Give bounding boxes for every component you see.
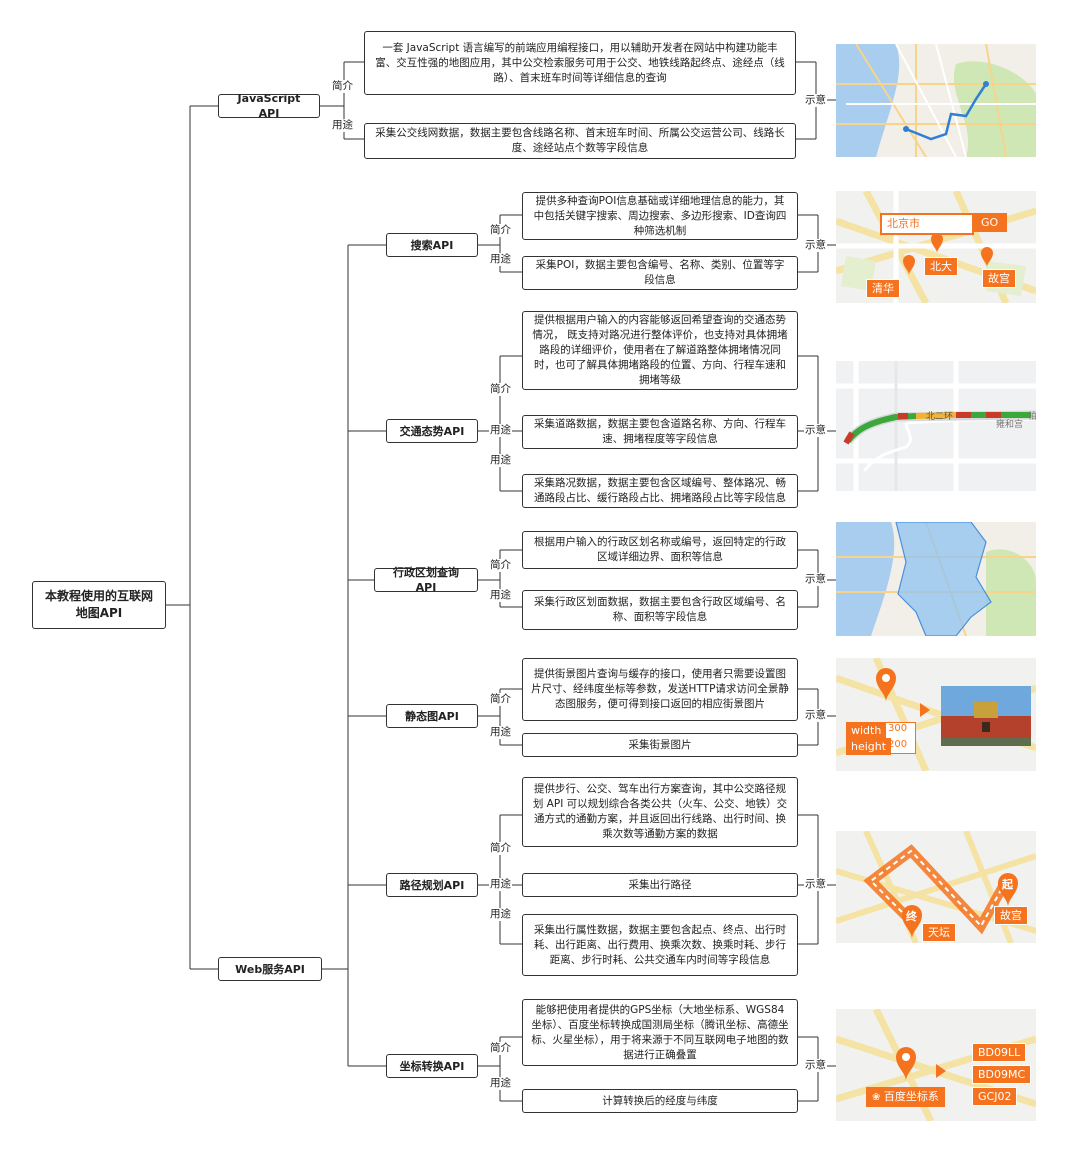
baidu-coordinate-label: ❀ 百度坐标系 xyxy=(866,1087,945,1107)
route-planning-api-node: 路径规划API xyxy=(386,873,478,897)
javascript-api-node: JavaScript API xyxy=(218,92,320,120)
label-illustration: 示意 xyxy=(804,878,827,891)
route-planning-api-usage-attributes: 采集出行属性数据，数据主要包含起点、终点、出行时耗、出行距离、出行费用、换乘次数… xyxy=(522,914,798,976)
traffic-api-node: 交通态势API xyxy=(386,419,478,443)
width-label: width xyxy=(846,722,887,739)
coordinate-conversion-api-usage: 计算转换后的经度与纬度 xyxy=(522,1089,798,1113)
label-usage: 用途 xyxy=(489,1077,512,1090)
label-intro: 简介 xyxy=(489,559,512,572)
route-planning-api-usage-path: 采集出行路径 xyxy=(522,873,798,897)
coordinate-conversion-api-intro: 能够把使用者提供的GPS坐标（大地坐标系、WGS84坐标）、百度坐标转换成国测局… xyxy=(522,999,798,1066)
search-box-text: 北京市 xyxy=(887,217,920,230)
start-marker-text: 起 xyxy=(1002,878,1013,891)
poi-search-illustration: 北京市 GO 北大 清华 故宫 xyxy=(836,191,1036,303)
search-api-usage: 采集POI，数据主要包含编号、名称、类别、位置等字段信息 xyxy=(522,256,798,290)
search-api-intro: 提供多种查询POI信息基础或详细地理信息的能力，其中包括关键字搜索、周边搜索、多… xyxy=(522,192,798,240)
bus-route-map-illustration xyxy=(836,44,1036,157)
street-view-illustration: width 300 height 200 xyxy=(836,658,1036,771)
coordinate-conversion-api-node: 坐标转换API xyxy=(386,1054,478,1078)
label-illustration: 示意 xyxy=(804,709,827,722)
height-label: height xyxy=(846,738,892,755)
route-planning-api-intro: 提供步行、公交、驾车出行方案查询，其中公交路径规划 API 可以规划综合各类公共… xyxy=(522,777,798,847)
root-node: 本教程使用的互联网地图API xyxy=(32,581,166,629)
end-marker-text: 终 xyxy=(906,910,917,923)
map-text-road: 北二环 xyxy=(926,412,954,422)
label-illustration: 示意 xyxy=(804,1059,827,1072)
label-intro: 简介 xyxy=(489,693,512,706)
output-gcj02: GCJ02 xyxy=(972,1087,1018,1106)
static-map-api-node: 静态图API xyxy=(386,704,478,728)
search-api-node: 搜索API xyxy=(386,233,478,257)
label-usage: 用途 xyxy=(331,119,354,132)
label-intro: 简介 xyxy=(489,1042,512,1055)
route-planning-illustration: 起 终 故宫 天坛 xyxy=(836,831,1036,943)
coordinate-conversion-illustration: ❀ 百度坐标系 BD09LL BD09MC GCJ02 xyxy=(836,1009,1036,1121)
label-usage: 用途 xyxy=(489,878,512,891)
width-value: 300 xyxy=(888,723,908,734)
label-intro: 简介 xyxy=(489,224,512,237)
output-bd09mc: BD09MC xyxy=(972,1065,1032,1084)
output-bd09ll: BD09LL xyxy=(972,1043,1027,1062)
district-api-usage: 采集行政区划面数据，数据主要包含行政区域编号、名称、面积等字段信息 xyxy=(522,590,798,630)
place-label-gugong: 故宫 xyxy=(982,269,1016,288)
label-intro: 简介 xyxy=(489,842,512,855)
traffic-map-illustration: 北二环 雍和宫 柏 xyxy=(836,361,1036,491)
label-usage: 用途 xyxy=(489,908,512,921)
label-illustration: 示意 xyxy=(804,424,827,437)
label-intro: 简介 xyxy=(489,383,512,396)
javascript-api-intro: 一套 JavaScript 语言编写的前端应用编程接口，用以辅助开发者在网站中构… xyxy=(364,31,796,95)
district-boundary-illustration xyxy=(836,522,1036,636)
paw-icon: ❀ xyxy=(872,1092,881,1103)
go-button: GO xyxy=(972,213,1008,232)
javascript-api-usage: 采集公交线网数据，数据主要包含线路名称、首末班车时间、所属公交运营公司、线路长度… xyxy=(364,123,796,159)
map-text-yonghegong: 雍和宫 xyxy=(996,420,1024,430)
baidu-coordinate-text: 百度坐标系 xyxy=(883,1090,939,1103)
traffic-api-intro: 提供根据用户输入的内容能够返回希望查询的交通态势情况， 既支持对路况进行整体评价… xyxy=(522,311,798,390)
place-label-beida: 北大 xyxy=(924,257,958,276)
label-usage: 用途 xyxy=(489,424,512,437)
map-text-edge: 柏 xyxy=(1028,412,1036,422)
web-service-api-node: Web服务API xyxy=(218,957,322,981)
static-map-api-intro: 提供街景图片查询与缓存的接口，使用者只需要设置图片尺寸、经纬度坐标等参数，发送H… xyxy=(522,658,798,721)
label-illustration: 示意 xyxy=(804,239,827,252)
start-place-label: 故宫 xyxy=(994,906,1028,925)
label-usage: 用途 xyxy=(489,253,512,266)
static-map-api-usage: 采集街景图片 xyxy=(522,733,798,757)
label-intro: 简介 xyxy=(331,80,354,93)
district-api-node: 行政区划查询API xyxy=(374,566,478,594)
label-illustration: 示意 xyxy=(804,573,827,586)
place-label-qinghua: 清华 xyxy=(866,279,900,298)
traffic-api-usage-road: 采集道路数据，数据主要包含道路名称、方向、行程车速、拥堵程度等字段信息 xyxy=(522,415,798,449)
district-api-intro: 根据用户输入的行政区划名称或编号，返回特定的行政区域详细边界、面积等信息 xyxy=(522,531,798,569)
label-usage: 用途 xyxy=(489,589,512,602)
traffic-api-usage-condition: 采集路况数据，数据主要包含区域编号、整体路况、畅通路段占比、缓行路段占比、拥堵路… xyxy=(522,474,798,508)
end-place-label: 天坛 xyxy=(922,923,956,942)
height-value: 200 xyxy=(888,739,908,750)
label-illustration: 示意 xyxy=(804,94,827,107)
label-usage: 用途 xyxy=(489,726,512,739)
label-usage: 用途 xyxy=(489,454,512,467)
